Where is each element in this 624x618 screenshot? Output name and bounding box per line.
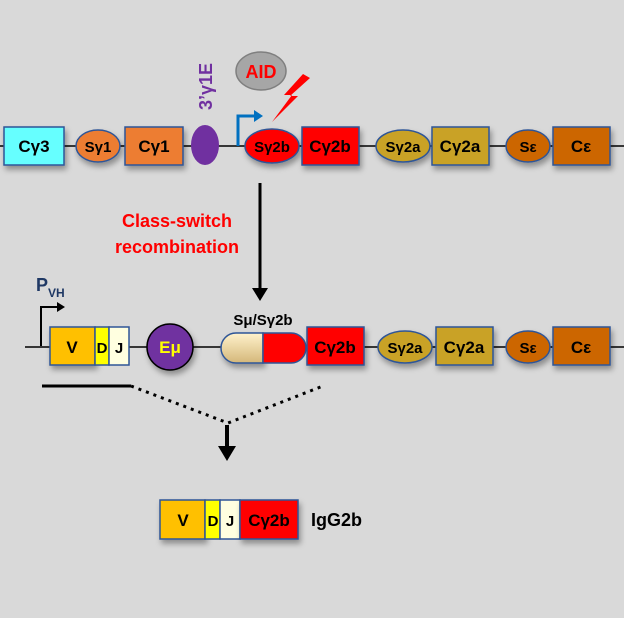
- csr-arrowhead-icon: [252, 288, 268, 301]
- j-label: J: [115, 340, 123, 357]
- cg1-segment: [124, 126, 184, 166]
- recombined-cg2a-label: Cγ2a: [444, 338, 485, 357]
- product-cg2b-label: Cγ2b: [248, 511, 290, 530]
- sg2a-label: Sγ2a: [385, 139, 421, 156]
- splice-dotted-line: [130, 384, 324, 425]
- top-locus: Cγ3 Sγ1 Cγ1 3’γ1E AID Sγ2b Cγ2b Sγ2a Cγ2…: [0, 51, 624, 166]
- recombined-locus: PVH V D J Eμ Sμ/Sγ2b Cγ2b Sγ2a Cγ2a Sε C…: [25, 275, 624, 371]
- se-label: Sε: [519, 139, 536, 156]
- vh-promoter-arrow-icon: [40, 306, 58, 346]
- sg1-switch: [75, 129, 121, 163]
- igg2b-product: V D J Cγ2b IgG2b: [159, 499, 362, 540]
- product-v-label: V: [177, 511, 189, 530]
- hybrid-switch-sg2b-part: [262, 332, 307, 364]
- recombined-cg2b-label: Cγ2b: [314, 338, 356, 357]
- sg2b-label: Sγ2b: [254, 139, 290, 156]
- product-name-label: IgG2b: [311, 510, 362, 530]
- ce-segment: [552, 126, 611, 166]
- cg3-segment: [3, 126, 65, 166]
- d-label: D: [97, 340, 108, 357]
- promoter-arrow-icon: [236, 114, 256, 146]
- sg2b-switch: [244, 128, 300, 164]
- ce-label: Cε: [571, 137, 591, 156]
- recombined-cg2a-segment: [435, 326, 494, 366]
- csr-label-line2: recombination: [115, 237, 239, 257]
- product-j-label: J: [226, 513, 234, 530]
- promoter-subscript: VH: [48, 286, 65, 300]
- recombined-se-label: Sε: [519, 340, 536, 357]
- sg2a-switch: [375, 129, 431, 163]
- promoter-label: PVH: [36, 275, 65, 300]
- enhancer-3g1e: [191, 125, 219, 165]
- recombined-ce-label: Cε: [571, 338, 591, 357]
- recombined-sg2a-label: Sγ2a: [387, 340, 423, 357]
- promoter-arrowhead-icon: [254, 110, 263, 122]
- vh-promoter-arrowhead-icon: [57, 302, 65, 312]
- recombined-ce-segment: [552, 326, 611, 366]
- v-segment: [49, 326, 96, 366]
- j-segment: [108, 326, 130, 366]
- recombined-se-switch: [505, 330, 551, 364]
- product-v-segment: [159, 499, 206, 540]
- hybrid-switch-smu-part: [220, 332, 264, 364]
- enhancer-label: 3’γ1E: [196, 63, 216, 110]
- recombined-sg2a-switch: [377, 330, 433, 364]
- cg2b-segment: [301, 126, 360, 166]
- hybrid-switch-label: Sμ/Sγ2b: [233, 312, 292, 329]
- recombined-cg2b-segment: [306, 326, 365, 366]
- emu-enhancer: [146, 323, 194, 371]
- cg2a-segment: [431, 126, 490, 166]
- product-arrowhead-icon: [218, 446, 236, 461]
- sg1-label: Sγ1: [85, 139, 112, 156]
- emu-label: Eμ: [159, 338, 181, 357]
- se-switch: [505, 129, 551, 163]
- cg2b-label: Cγ2b: [309, 137, 351, 156]
- aid-label: AID: [246, 62, 277, 82]
- lightning-bolt-icon: [272, 74, 310, 122]
- cg2a-label: Cγ2a: [440, 137, 481, 156]
- product-d-label: D: [208, 513, 219, 530]
- v-label: V: [66, 338, 78, 357]
- cg3-label: Cγ3: [18, 137, 49, 156]
- aid-enzyme: [235, 51, 287, 91]
- csr-label-line1: Class-switch: [122, 211, 232, 231]
- product-cg2b-segment: [239, 499, 299, 540]
- cg1-label: Cγ1: [138, 137, 169, 156]
